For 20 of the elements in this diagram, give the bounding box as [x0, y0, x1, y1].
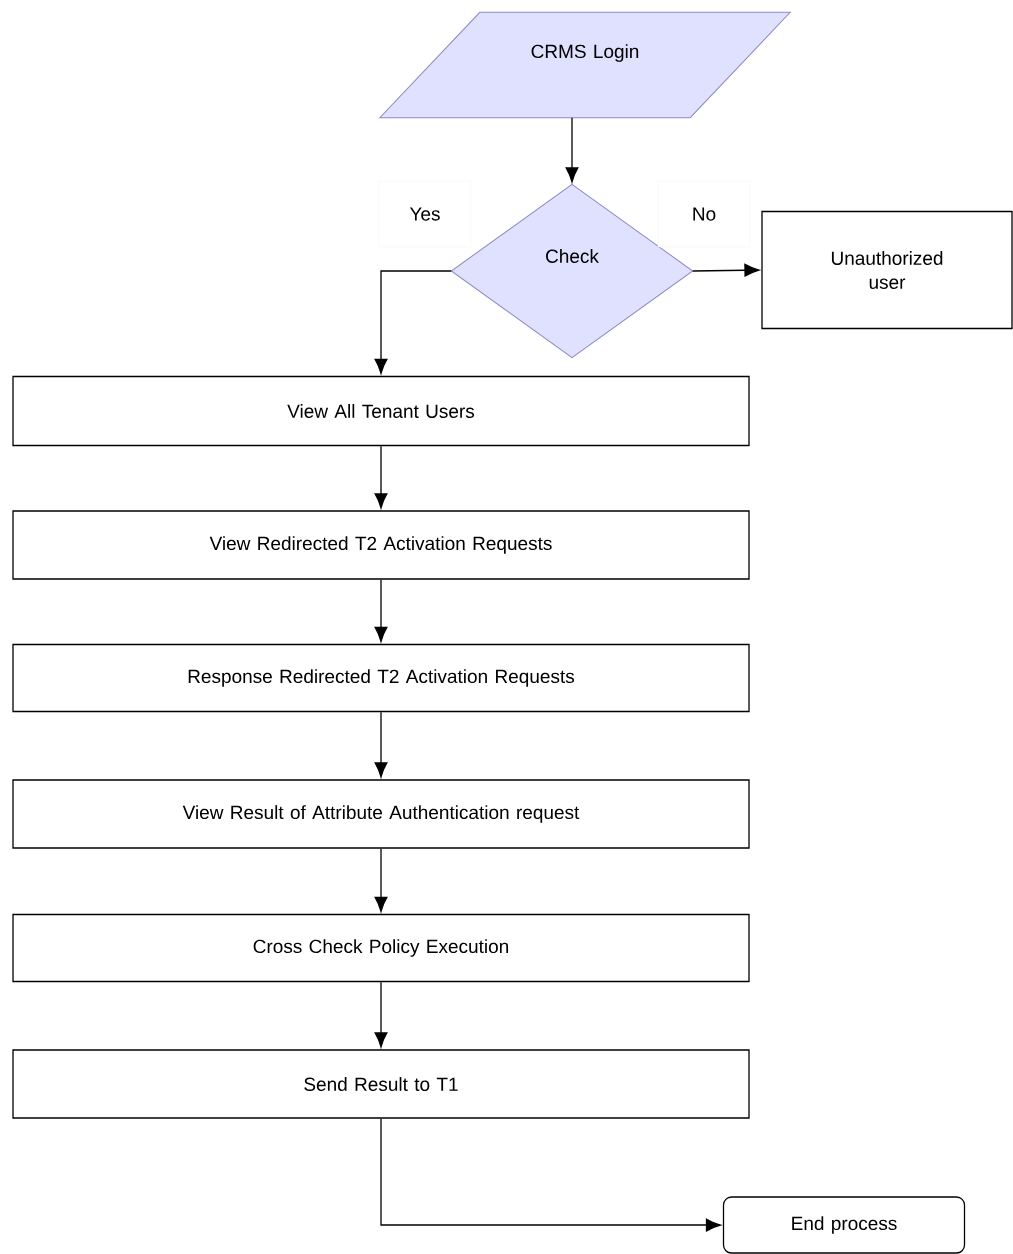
arrow	[374, 848, 388, 913]
arrow	[374, 579, 388, 643]
process-box: Cross Check Policy Execution	[12, 913, 750, 983]
arrow	[374, 981, 388, 1048]
arrow	[374, 445, 388, 509]
arrow	[380, 1118, 722, 1232]
arrow	[692, 263, 760, 277]
process-box: Send Result to T1	[12, 1049, 750, 1119]
arrow	[374, 270, 452, 375]
process-box: View Redirected T2 Activation Requests	[12, 510, 750, 580]
input-parallelogram: CRMS Login	[379, 11, 791, 119]
edge-label: Yes	[378, 180, 472, 248]
terminal-box: End process	[722, 1196, 966, 1254]
process-box: Unauthorized user	[761, 210, 1013, 330]
arrow	[565, 117, 579, 183]
process-box: View Result of Attribute Authentication request	[12, 779, 750, 849]
arrow	[374, 711, 388, 778]
edge-label: No	[657, 180, 751, 248]
process-box: Response Redirected T2 Activation Requests	[12, 643, 750, 713]
process-box: View All Tenant Users	[12, 375, 750, 447]
